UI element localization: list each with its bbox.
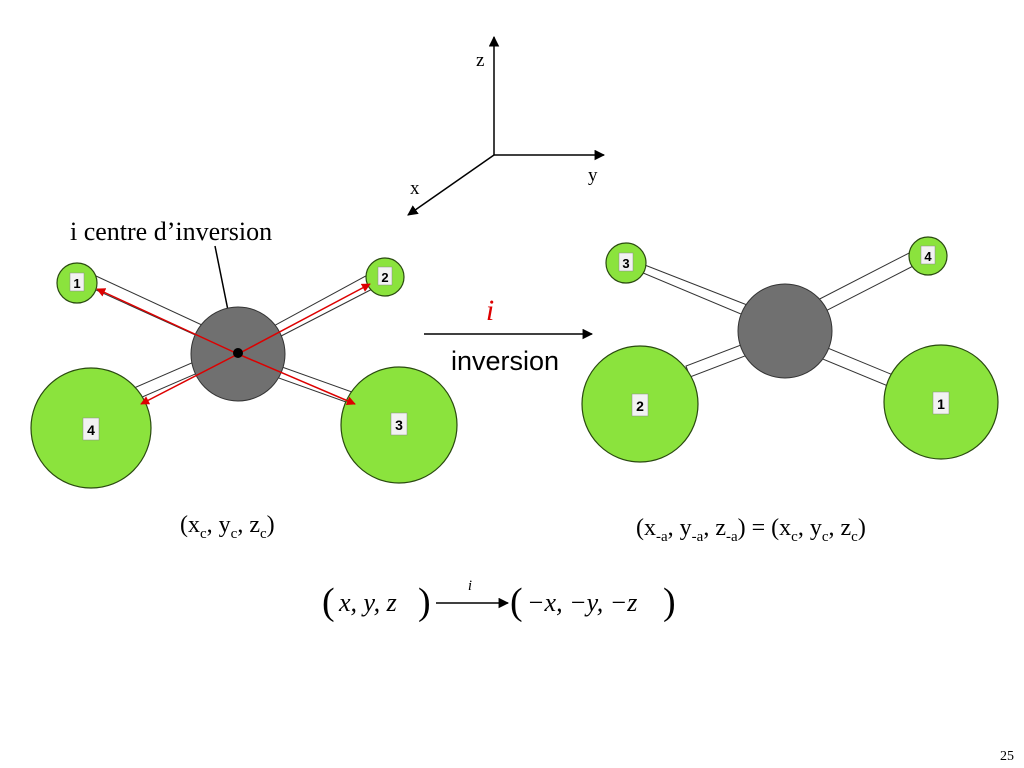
- atom-label: 3: [622, 256, 629, 271]
- molecule-after: 3 4 2 1: [581, 236, 999, 463]
- formula-lhs: x, y, z: [338, 588, 397, 617]
- coordinates-before: (xc, yc, zc): [180, 512, 275, 542]
- atom-label: 4: [924, 249, 932, 264]
- molecule-before: 1 2 3 4: [30, 257, 458, 489]
- atom-label: 2: [381, 270, 388, 285]
- atom-2-before: 2: [365, 257, 405, 297]
- inversion-formula: ( x, y, z ) i ( −x, −y, −z ): [322, 578, 676, 623]
- atom-label: 2: [636, 398, 644, 414]
- atom-label: 4: [87, 422, 95, 438]
- formula-paren: ): [663, 581, 676, 623]
- atom-4-after: 4: [908, 236, 948, 276]
- atom-4-before: 4: [30, 367, 152, 489]
- formula-paren: (: [510, 581, 523, 623]
- transformation-arrow: i inversion: [424, 294, 594, 376]
- formula-paren: ): [418, 581, 431, 623]
- atom-1-after: 1: [883, 344, 999, 460]
- inversion-vectors: [96, 283, 371, 405]
- atom-3-before: 3: [340, 366, 458, 484]
- atom-label: 3: [395, 417, 403, 433]
- atom-1-before: 1: [56, 262, 98, 304]
- page-number: 25: [1000, 749, 1014, 764]
- x-axis-label: x: [410, 178, 420, 199]
- bond-sticks: [631, 249, 922, 387]
- x-axis: [407, 154, 495, 216]
- inversion-centre-dot: [233, 348, 243, 358]
- axis-system: z y x: [407, 35, 606, 216]
- z-axis-label: z: [476, 50, 484, 71]
- atom-label: 1: [73, 276, 80, 291]
- inversion-label: inversion: [451, 346, 559, 376]
- atom-2-after: 2: [581, 345, 699, 463]
- formula-rhs: −x, −y, −z: [527, 588, 637, 617]
- centre-label: i centre d’inversion: [70, 217, 272, 246]
- inversion-symbol: i: [486, 294, 494, 327]
- centre-atom: [737, 283, 833, 379]
- formula-operator: i: [468, 578, 472, 594]
- y-axis-label: y: [588, 165, 598, 186]
- coordinates-after: (x-a, y-a, z-a) = (xc, yc, zc): [636, 515, 866, 545]
- formula-paren: (: [322, 581, 335, 623]
- atom-3-after: 3: [605, 242, 647, 284]
- atom-label: 1: [937, 396, 945, 412]
